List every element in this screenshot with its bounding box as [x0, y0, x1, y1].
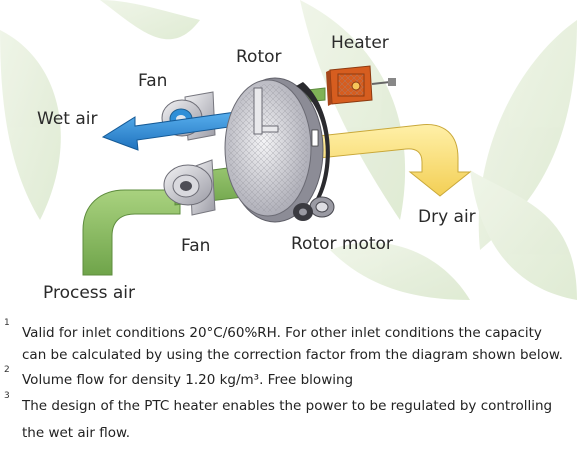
rotor-label: Rotor [236, 47, 282, 67]
footnote-line: Volume flow for density 1.20 kg/m³. Free… [22, 372, 354, 388]
rotor-motor-icon [293, 196, 335, 221]
footnote-2: 2 Volume flow for density 1.20 kg/m³. Fr… [4, 365, 576, 391]
rotor-icon [224, 77, 330, 223]
fan-bottom-label: Fan [181, 236, 211, 256]
footnotes: 1 Valid for inlet conditions 20°C/60%RH.… [4, 318, 576, 444]
fan-bottom-icon [163, 159, 216, 216]
dry-air-duct [299, 124, 472, 197]
footnote-1: 1 Valid for inlet conditions 20°C/60%RH.… [4, 318, 576, 366]
rotor-motor-label: Rotor motor [291, 234, 393, 254]
footnote-number: 3 [4, 391, 10, 401]
wet-air-label: Wet air [37, 109, 98, 129]
leaf-background [0, 0, 577, 300]
footnote-number: 1 [4, 318, 10, 328]
dry-air-label: Dry air [418, 207, 476, 227]
footnote-3: 3 The design of the PTC heater enables t… [4, 391, 576, 444]
footnote-line: the wet air flow. [22, 425, 131, 441]
footnote-line: The design of the PTC heater enables the… [22, 398, 553, 414]
process-air-label: Process air [43, 283, 136, 303]
footnote-line: can be calculated by using the correctio… [22, 347, 563, 363]
footnote-line: Valid for inlet conditions 20°C/60%RH. F… [22, 325, 542, 341]
footnote-number: 2 [4, 365, 10, 375]
heater-label: Heater [331, 33, 389, 53]
fan-top-label: Fan [138, 71, 168, 91]
process-air-duct [82, 189, 181, 276]
heater-icon [326, 65, 396, 106]
